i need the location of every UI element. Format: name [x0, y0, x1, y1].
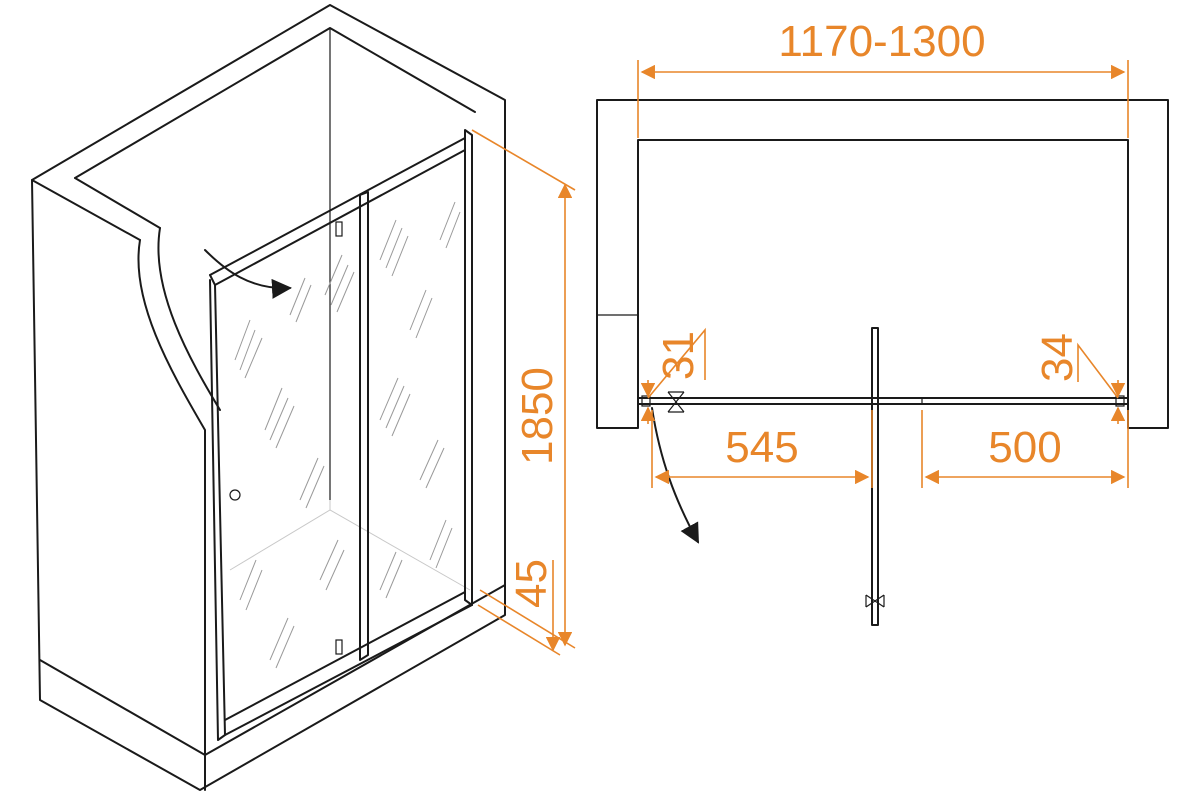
- plan-view: 1170-1300 545 500 31 34: [596, 17, 1169, 626]
- right-gap-dimension: 34: [1033, 333, 1126, 424]
- niche-outer-wall: [31, 4, 506, 791]
- wall-profile-right: [464, 129, 473, 606]
- fixed-panel-label: 500: [988, 423, 1061, 472]
- overall-width-label: 1170-1300: [778, 17, 985, 66]
- bottom-rail: [224, 591, 473, 736]
- base-top-edge: [39, 584, 506, 756]
- fixed-panel-dimension: 500: [921, 410, 1129, 488]
- door-knob: [229, 489, 241, 501]
- door-swing-arrow-3d: [204, 249, 292, 299]
- bottom-hinge: [335, 639, 343, 655]
- left-gap-dimension: 31: [640, 327, 706, 424]
- isometric-view: 1850 45: [31, 4, 576, 791]
- height-dimension: 1850: [471, 129, 576, 649]
- panel-divider: [359, 191, 369, 661]
- door-swing-arrow-plan: [651, 407, 699, 544]
- bottom-gap-label: 45: [507, 559, 556, 608]
- left-gap-label: 31: [654, 331, 703, 380]
- top-rail: [209, 137, 466, 286]
- plan-walls: [596, 99, 1169, 429]
- left-wall-curve: [137, 239, 206, 706]
- door-width-dimension: 545: [651, 410, 873, 488]
- door-width-label: 545: [725, 423, 798, 472]
- top-hinge: [335, 221, 343, 237]
- open-door-panel: [871, 327, 879, 626]
- overall-width-dimension: 1170-1300: [637, 17, 1129, 138]
- open-door-handle: [865, 594, 885, 608]
- niche-left-return: [31, 177, 161, 241]
- door-handle-plan: [667, 391, 685, 413]
- glass-texture: [234, 201, 461, 669]
- right-gap-label: 34: [1033, 333, 1082, 382]
- bottom-gap-dimension: 45: [477, 559, 561, 656]
- left-wall-curve-inner: [157, 227, 221, 411]
- height-label: 1850: [513, 367, 562, 465]
- enclosure-glass-line: [637, 397, 1129, 405]
- wall-profile-left: [209, 274, 226, 741]
